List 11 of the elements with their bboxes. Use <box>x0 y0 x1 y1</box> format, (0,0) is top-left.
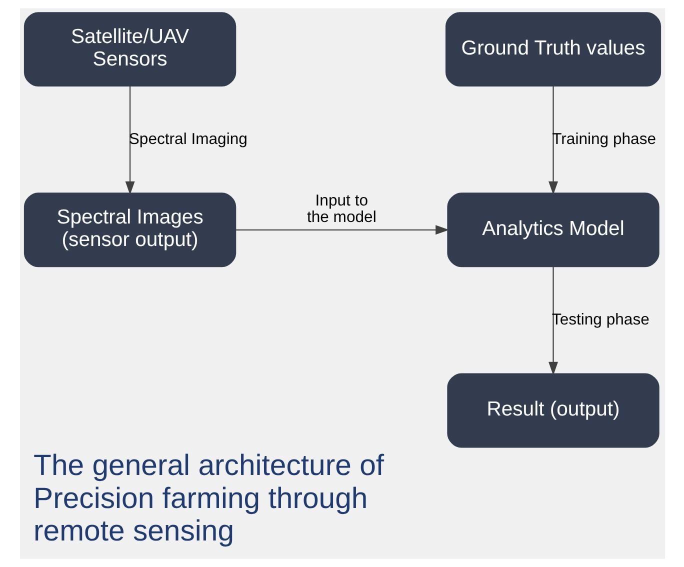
node-box: Analytics Model <box>446 192 659 268</box>
node-box: Satellite/UAV Sensors <box>23 12 236 87</box>
edge-label: Input to the model <box>306 192 376 226</box>
node-box: Result (output) <box>446 373 659 448</box>
node-box: Ground Truth values <box>444 12 661 87</box>
arrow <box>124 86 134 195</box>
arrow <box>235 225 449 235</box>
node-box: Spectral Images (sensor output) <box>23 192 236 268</box>
diagram-title: The general architecture of Precision farming through remote sensing <box>33 449 384 548</box>
arrow <box>548 86 558 195</box>
arrow <box>548 266 558 376</box>
